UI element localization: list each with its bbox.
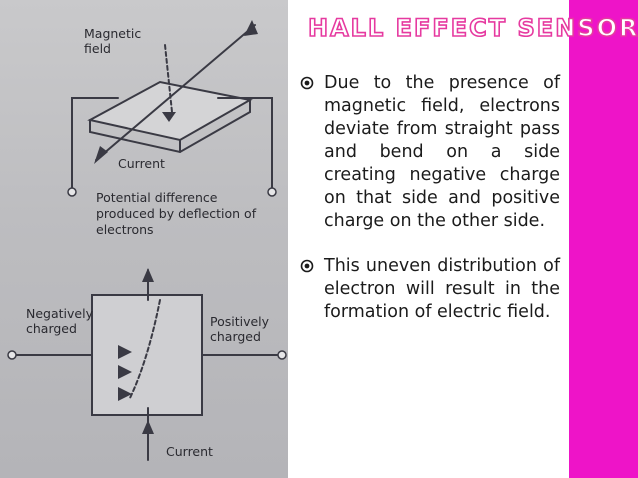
- electron-marker: [118, 387, 132, 401]
- terminal-left: [67, 187, 77, 197]
- slide-title: HALL EFFECT SENSOR: [307, 13, 638, 43]
- accent-bar: [569, 0, 638, 478]
- bullet-item: This uneven distribution of electron wil…: [300, 255, 560, 324]
- terminal-right: [267, 187, 277, 197]
- bullet-item: Due to the presence of magnetic field, e…: [300, 72, 560, 233]
- field-arrowhead: [162, 112, 176, 122]
- potential-difference-label: Potential difference produced by deflect…: [96, 190, 257, 237]
- current-label-bottom: Current: [166, 444, 213, 459]
- hall-effect-diagram: [7, 20, 287, 461]
- positively-charged-label: Positively charged: [210, 314, 270, 344]
- hall-effect-diagram-photo: Magnetic field Current Potential differe…: [0, 0, 288, 478]
- electron-marker: [118, 345, 132, 359]
- current-arrow-line: [95, 24, 256, 161]
- negatively-charged-label: Negatively charged: [26, 306, 93, 336]
- up-arrowhead-bottom: [142, 420, 154, 434]
- deflection-path: [129, 299, 161, 399]
- terminal-pos: [277, 350, 287, 360]
- electron-marker: [118, 365, 132, 379]
- bullet-text: This uneven distribution of electron wil…: [324, 256, 560, 322]
- current-label-top: Current: [118, 156, 165, 171]
- magnetic-field-label: Magnetic field: [84, 26, 142, 56]
- target-bullet-icon: [300, 76, 314, 90]
- bullet-list: Due to the presence of magnetic field, e…: [300, 72, 560, 346]
- bullet-text: Due to the presence of magnetic field, e…: [324, 73, 560, 231]
- current-arrowhead-top: [244, 20, 258, 36]
- terminal-neg: [7, 350, 17, 360]
- target-bullet-icon: [300, 259, 314, 273]
- up-arrowhead-top: [142, 268, 154, 282]
- magnetic-field-line: [164, 44, 173, 113]
- current-arrowhead-lower: [94, 146, 108, 164]
